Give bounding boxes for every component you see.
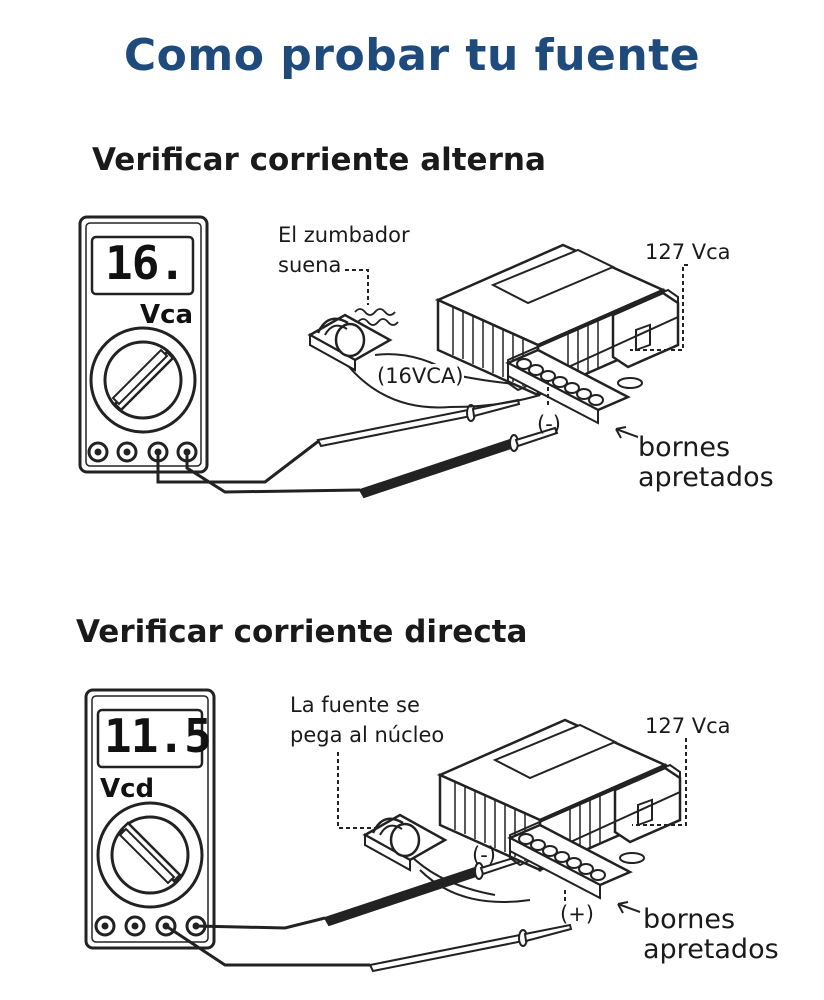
multimeter-display-dc: 11.5	[104, 709, 212, 763]
output-voltage-ac: (16VCA)	[377, 364, 464, 388]
terminal-negative-ac: (-)	[537, 412, 561, 436]
multimeter-dc	[84, 688, 216, 950]
page-title: Como probar tu fuente	[123, 30, 701, 81]
multimeter-display-ac: 16.	[105, 236, 186, 290]
probe-white-dc	[369, 924, 572, 972]
callouts-ac	[345, 264, 688, 405]
buzzer-note-ac: El zumbador suena	[278, 223, 410, 277]
input-voltage-dc: 127 Vca	[645, 714, 731, 738]
mode-label-dc: Vcd	[100, 774, 155, 804]
leads-ac	[156, 438, 361, 494]
terminal-negative-dc: (-)	[472, 843, 496, 867]
power-supply-ac	[436, 243, 680, 425]
multimeter-ac	[78, 215, 209, 474]
terminal-positive-dc: (+)	[560, 902, 594, 926]
mode-label-ac: Vca	[140, 300, 194, 330]
section-heading-ac: Verificar corriente alterna	[92, 142, 546, 178]
buzzer-note-dc: La fuente se pega al núcleo	[290, 693, 445, 747]
input-voltage-ac: 127 Vca	[645, 240, 731, 264]
arrow-ac	[615, 426, 639, 439]
terminals-note-dc: bornes apretados	[643, 904, 779, 965]
leads-dc	[165, 916, 370, 967]
buzzer-leads-dc	[409, 854, 531, 903]
callouts-dc	[337, 738, 687, 903]
probe-black-ac	[359, 427, 558, 498]
terminals-note-ac: bornes apretados	[638, 432, 774, 493]
vibration-lines	[354, 308, 399, 326]
section-heading-dc: Verificar corriente directa	[76, 614, 528, 650]
arrow-dc	[617, 901, 641, 914]
buzzer-dc	[363, 813, 447, 872]
